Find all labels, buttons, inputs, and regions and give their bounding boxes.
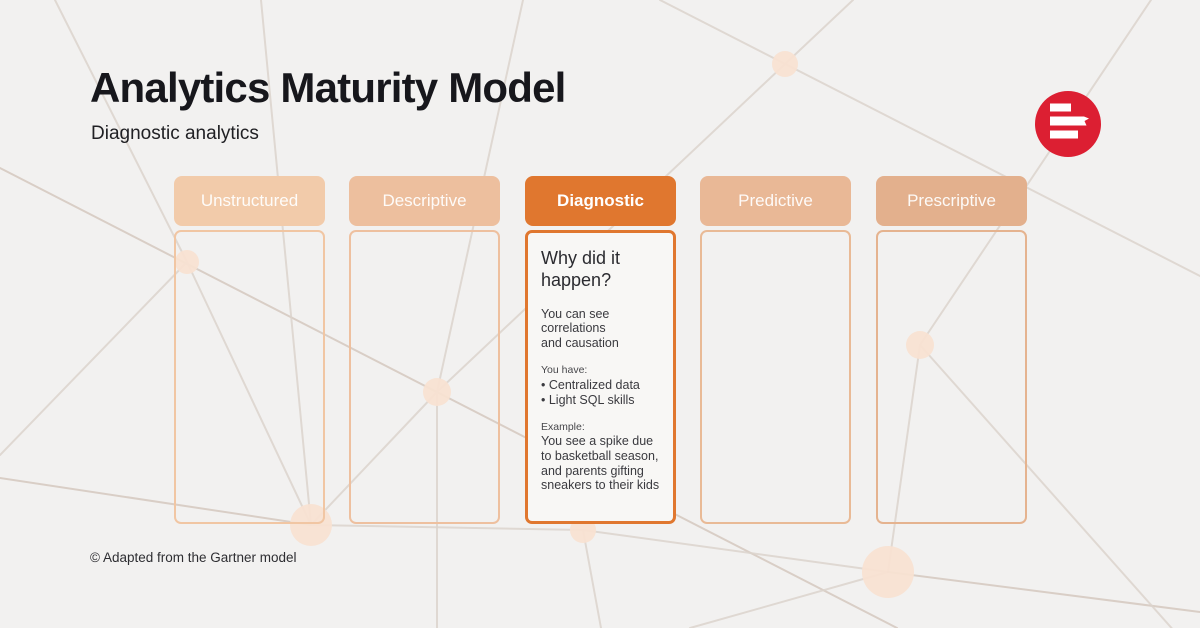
stage-column-descriptive: Descriptive	[349, 176, 500, 524]
stage-body-predictive	[700, 230, 851, 524]
credit-line: © Adapted from the Gartner model	[90, 550, 297, 565]
stage-body-unstructured	[174, 230, 325, 524]
stage-column-prescriptive: Prescriptive	[876, 176, 1027, 524]
diagnostic-card-example-label: Example:	[541, 420, 585, 433]
stage-header-prescriptive: Prescriptive	[876, 176, 1027, 226]
diagnostic-card-description: You can see correlations and causation	[541, 306, 619, 350]
page-subtitle: Diagnostic analytics	[91, 123, 259, 144]
stage-column-diagnostic: Diagnostic Why did it happen? You can se…	[525, 176, 676, 524]
stage-body-descriptive	[349, 230, 500, 524]
diagnostic-card-heading: Why did it happen?	[541, 248, 621, 290]
stage-header-diagnostic: Diagnostic	[525, 176, 676, 226]
red-bars-logo	[1035, 91, 1101, 157]
stage-column-unstructured: Unstructured	[174, 176, 325, 524]
have-item: • Centralized data	[541, 378, 640, 393]
stage-body-prescriptive	[876, 230, 1027, 524]
stage-header-predictive: Predictive	[700, 176, 851, 226]
page-title: Analytics Maturity Model	[90, 64, 566, 111]
diagnostic-card-have-list: • Centralized data • Light SQL skills	[541, 378, 662, 408]
diagnostic-card-example-text: You see a spike due to basketball season…	[541, 434, 660, 493]
diagnostic-card-have-label: You have:	[541, 364, 588, 377]
have-item: • Light SQL skills	[541, 392, 635, 407]
stage-header-unstructured: Unstructured	[174, 176, 325, 226]
diagnostic-card: Why did it happen? You can see correlati…	[525, 230, 676, 524]
stage-column-predictive: Predictive	[700, 176, 851, 524]
stage-header-descriptive: Descriptive	[349, 176, 500, 226]
